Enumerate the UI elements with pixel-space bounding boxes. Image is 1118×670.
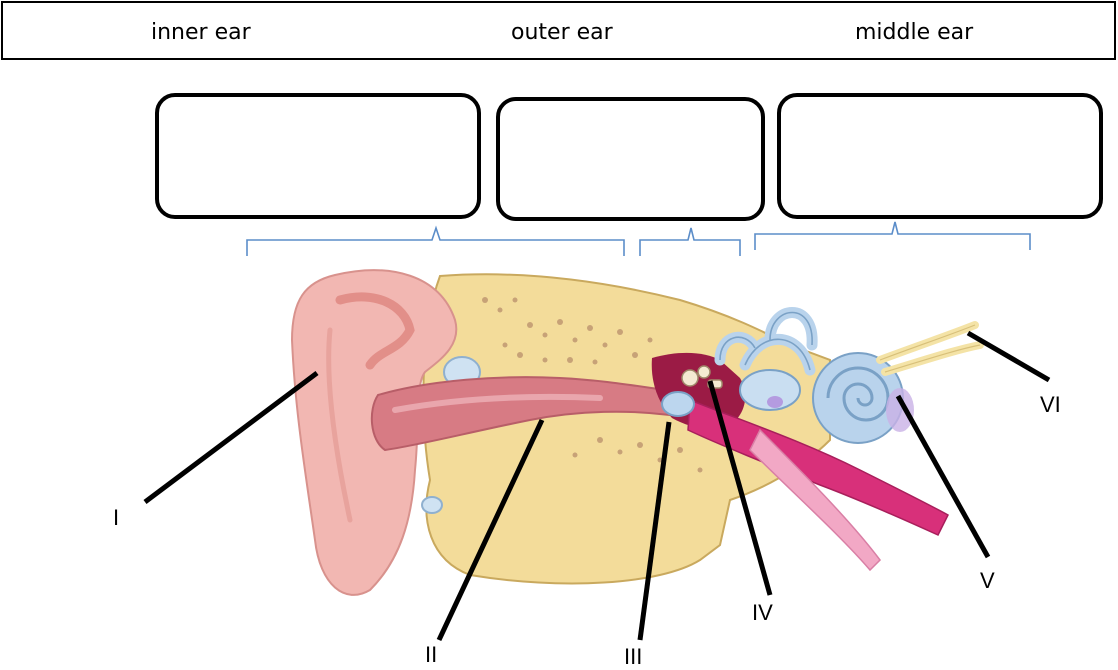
pointer-V	[898, 396, 988, 557]
pointer-I	[145, 373, 317, 502]
label-IV: IV	[752, 600, 773, 626]
bracket-right	[755, 222, 1030, 250]
bracket-left	[247, 228, 624, 256]
label-I: I	[113, 505, 119, 531]
label-V: V	[980, 568, 995, 594]
label-VI: VI	[1040, 392, 1061, 418]
ear-illustration	[292, 270, 980, 595]
label-II: II	[425, 642, 437, 668]
label-III: III	[624, 644, 642, 670]
bracket-middle	[640, 228, 740, 256]
pointer-VI	[968, 333, 1049, 380]
